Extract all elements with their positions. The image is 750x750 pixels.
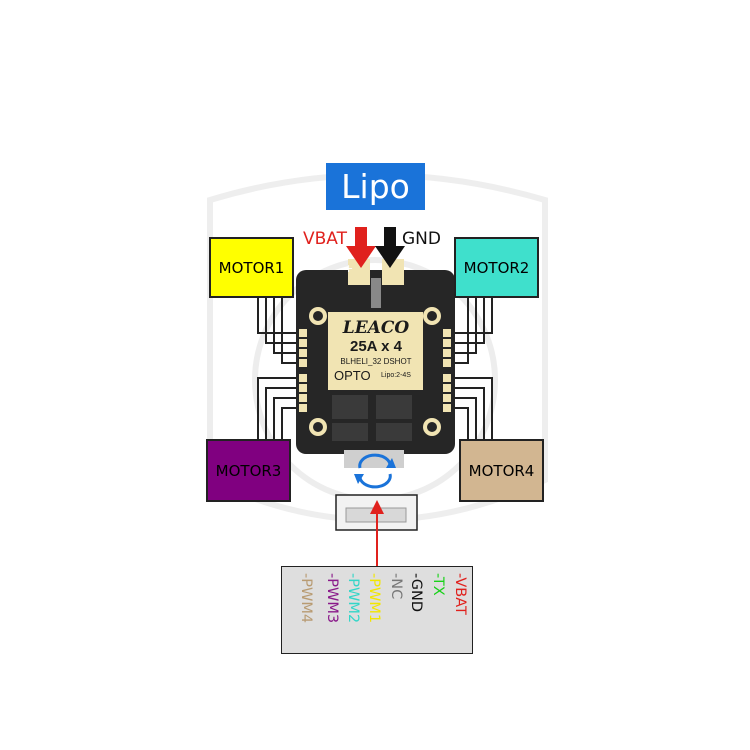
- minus-mark: -: [405, 262, 409, 275]
- esc-board: [296, 259, 455, 468]
- motor2-box: MOTOR2: [454, 237, 539, 298]
- pin-gnd: -GND: [408, 573, 424, 613]
- pin-tx: -TX: [430, 573, 446, 596]
- lipo-power-label: Lipo: [326, 163, 425, 210]
- motor4-box: MOTOR4: [459, 439, 544, 502]
- board-lipo-range: Lipo:2-4S: [381, 372, 411, 379]
- pinout-box: -VBAT -TX -GND -NC -PWM1 -PWM2 -PWM3 -PW…: [281, 566, 473, 654]
- board-firmware: BLHELI_32 DSHOT: [340, 357, 412, 366]
- motor3-box: MOTOR3: [206, 439, 291, 502]
- mosfets: [332, 395, 412, 441]
- motor1-label: MOTOR1: [218, 258, 285, 277]
- gnd-arrow-icon: [375, 227, 405, 268]
- board-label-sticker: [328, 312, 423, 390]
- board-brand: LEACO: [342, 318, 410, 338]
- pin-pwm1: -PWM1: [366, 573, 382, 624]
- gnd-pad: [382, 259, 404, 285]
- motor1-box: MOTOR1: [209, 237, 294, 298]
- vbat-label: VBAT: [303, 229, 347, 249]
- pin-nc: -NC: [388, 573, 404, 600]
- motor2-label: MOTOR2: [463, 258, 530, 277]
- gnd-label: GND: [402, 229, 441, 249]
- board-rating: 25A x 4: [350, 338, 402, 355]
- pin-pwm4: -PWM4: [298, 573, 314, 624]
- motor3-label: MOTOR3: [215, 461, 282, 480]
- vbat-arrow-icon: [346, 227, 376, 268]
- bottom-connector: [344, 450, 404, 468]
- pin-pwm3: -PWM3: [324, 573, 340, 624]
- pin-vbat: -VBAT: [452, 573, 468, 615]
- motor-pads: [299, 329, 451, 412]
- rotate-arrows-icon: [354, 453, 396, 489]
- pin-pwm2: -PWM2: [345, 573, 361, 624]
- motor4-label: MOTOR4: [468, 461, 535, 480]
- board-isolation: OPTO: [334, 368, 371, 383]
- vbat-pad: [348, 259, 370, 285]
- pinout-pointer-icon: [370, 500, 384, 566]
- plus-mark: +: [344, 262, 354, 275]
